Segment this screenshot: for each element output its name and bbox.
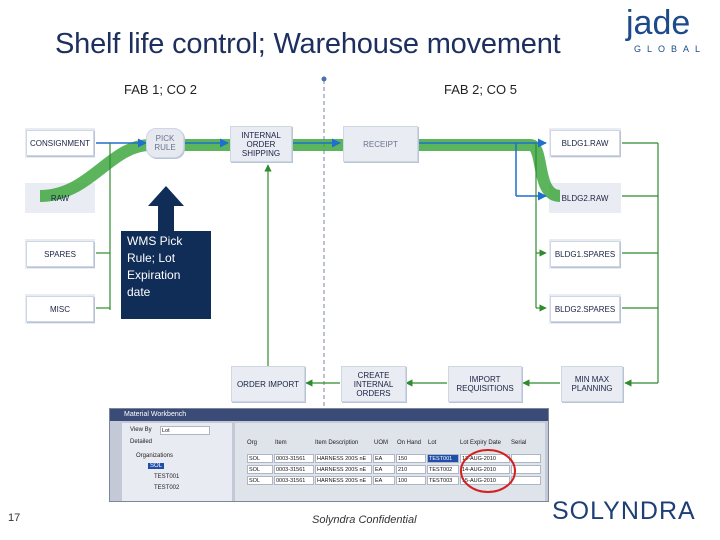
- table-cell: 150: [396, 454, 426, 463]
- table-cell: [511, 465, 541, 474]
- lane-bldg2-raw: [549, 183, 621, 213]
- table-cell: TEST001: [427, 454, 459, 463]
- consignment-box: CONSIGNMENT: [26, 130, 94, 156]
- view-by-label: View By: [130, 427, 152, 433]
- detailed-label: Detailed: [130, 439, 153, 445]
- bldg1-raw-box: BLDG1.RAW: [550, 130, 620, 156]
- table-cell: 100: [396, 476, 426, 485]
- tree-sol[interactable]: SOL: [148, 463, 165, 469]
- col-item-description: Item Description: [315, 440, 359, 446]
- min-max-planning-box: MIN MAX PLANNING: [561, 366, 623, 402]
- col-lot: Lot: [428, 440, 437, 446]
- page-number: 17: [8, 512, 21, 524]
- jade-logo: jade: [626, 4, 691, 42]
- spares-box: SPARES: [26, 241, 94, 267]
- table-cell: [511, 454, 541, 463]
- table-cell: TEST002: [427, 465, 459, 474]
- fab-left-label: FAB 1; CO 2: [124, 82, 197, 97]
- table-cell: SOL: [247, 476, 273, 485]
- col-org: Org: [247, 440, 258, 446]
- col-serial: Serial: [511, 440, 527, 446]
- table-cell: 210: [396, 465, 426, 474]
- table-cell: 0003-31561: [274, 465, 314, 474]
- receipt-box: RECEIPT: [343, 126, 418, 162]
- import-requisitions-box: IMPORT REQUISITIONS: [448, 366, 522, 402]
- table-cell: TEST003: [427, 476, 459, 485]
- table-cell: HARNESS 200S nE: [315, 476, 372, 485]
- table-cell: 0003-31561: [274, 476, 314, 485]
- workbench-titlebar: Material Workbench: [110, 409, 548, 421]
- expiry-highlight-circle: [460, 449, 516, 493]
- table-cell: EA: [373, 476, 395, 485]
- fab-right-label: FAB 2; CO 5: [444, 82, 517, 97]
- col-lot-expiry: Lot Expiry Date: [460, 440, 502, 446]
- wms-callout: WMS Pick Rule; Lot Expiration date: [121, 231, 211, 319]
- tree-test002[interactable]: TEST002: [154, 485, 180, 491]
- table-cell: SOL: [247, 465, 273, 474]
- tree-organizations[interactable]: Organizations: [136, 453, 174, 459]
- order-import-box: ORDER IMPORT: [231, 366, 305, 402]
- jade-logo-subtitle: GLOBAL: [634, 44, 707, 54]
- bldg2-spares-box: BLDG2.SPARES: [550, 296, 620, 322]
- col-item: Item: [275, 440, 287, 446]
- raw-box: RAW: [50, 193, 70, 203]
- table-cell: EA: [373, 454, 395, 463]
- workbench-grid: Org Item Item Description UOM On Hand Lo…: [235, 423, 545, 501]
- table-cell: 15-AUG-2010: [460, 476, 510, 485]
- table-cell: HARNESS 200S nE: [315, 465, 372, 474]
- view-by-select[interactable]: Lot: [160, 426, 210, 435]
- table-cell: SOL: [247, 454, 273, 463]
- bldg2-raw-box: BLDG2.RAW: [561, 193, 609, 203]
- create-internal-orders-box: CREATE INTERNAL ORDERS: [341, 366, 406, 402]
- table-cell: 0003-31561: [274, 454, 314, 463]
- table-cell: HARNESS 200S nE: [315, 454, 372, 463]
- workbench-tree-panel: View By Lot Detailed Organizations SOL T…: [122, 423, 232, 501]
- material-workbench-screenshot: Material Workbench View By Lot Detailed …: [109, 408, 549, 502]
- internal-order-shipping-box: INTERNAL ORDER SHIPPING: [230, 126, 292, 162]
- confidential-label: Solyndra Confidential: [312, 514, 417, 526]
- pick-rule-box: PICK RULE: [146, 128, 184, 158]
- bldg1-spares-box: BLDG1.SPARES: [550, 241, 620, 267]
- solyndra-logo: SOLYNDRA: [552, 497, 696, 525]
- col-uom: UOM: [374, 440, 388, 446]
- col-on-hand: On Hand: [397, 440, 422, 446]
- slide-title: Shelf life control; Warehouse movement: [55, 28, 561, 60]
- tree-test001[interactable]: TEST001: [154, 474, 180, 480]
- misc-box: MISC: [26, 296, 94, 322]
- table-cell: EA: [373, 465, 395, 474]
